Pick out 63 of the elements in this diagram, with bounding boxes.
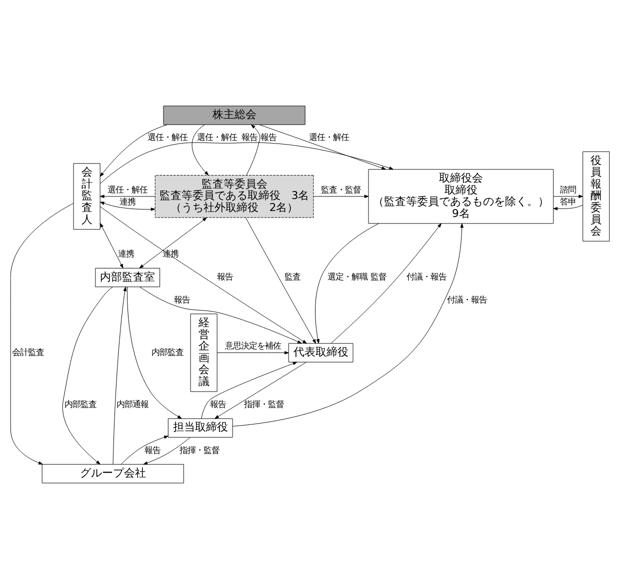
arrow xyxy=(140,286,302,344)
arrow xyxy=(217,350,289,354)
node-box: 代表取締役 xyxy=(288,342,354,362)
edge-label: 付議・報告 xyxy=(406,271,446,282)
node-box: 内部監査室 xyxy=(95,267,160,287)
edge-label: 内部監査 xyxy=(151,346,184,356)
node-box: 会計監査人 xyxy=(73,162,100,230)
edge-label: 選任・解任 xyxy=(108,184,148,194)
arrow xyxy=(62,286,113,464)
arrow xyxy=(553,194,584,198)
arrow xyxy=(112,286,127,464)
node-box: 役員報酬委員会 xyxy=(582,150,610,241)
arrow xyxy=(246,124,260,175)
arrow xyxy=(192,124,209,175)
edge-label: 報告 xyxy=(242,132,258,142)
arrow xyxy=(245,216,316,344)
edge-label: 報告 xyxy=(260,132,276,142)
arrow xyxy=(214,361,307,418)
edge-label: 連携 xyxy=(120,196,136,206)
edge-label: 報告 xyxy=(174,294,190,304)
arrow xyxy=(201,361,298,418)
edge-label: 指揮・監督 xyxy=(180,444,220,454)
arrow xyxy=(100,124,168,176)
edge-label: 報告 xyxy=(217,271,234,282)
arrow xyxy=(259,124,386,170)
node-box: 経営企画会議 xyxy=(190,313,218,392)
arrow xyxy=(10,202,74,464)
edge-label: 報告 xyxy=(144,444,160,454)
node-box: 取締役会 取締役（監査等委員であるものを除く。）9名 xyxy=(368,168,554,224)
node-box: グループ会社 xyxy=(42,464,184,483)
edge-label: 意思決定を補佐 xyxy=(224,340,281,350)
arrow xyxy=(232,222,464,426)
edge-label: 選任・解任 xyxy=(308,132,349,142)
arrow xyxy=(330,222,442,344)
arrow xyxy=(126,286,182,418)
edge-label: 答申 xyxy=(560,196,576,206)
node-box: 担当取締役 xyxy=(168,418,233,438)
edge-label: 連携 xyxy=(118,248,134,258)
edge-label: 監査・監督 xyxy=(320,184,361,194)
arrow xyxy=(553,204,583,210)
edge-label: 指揮・監督 xyxy=(244,398,284,409)
edge-label: 会計監査 xyxy=(12,346,44,356)
arrow xyxy=(315,222,379,344)
edge-label: 選任・解任 xyxy=(148,132,188,142)
node-box: 監査等委員会 監査等委員である取締役 3名（うち社外取締役 2名） xyxy=(154,174,314,218)
edge-label: 付議・報告 xyxy=(447,294,488,304)
edge-label: 選任・解任 xyxy=(196,132,237,142)
edge-label: 監査 xyxy=(284,271,301,282)
arrow xyxy=(100,222,124,268)
arrow xyxy=(100,142,394,184)
arrow xyxy=(100,206,307,344)
edge-label: 内部通報 xyxy=(116,398,149,409)
arrow xyxy=(313,194,369,198)
edge-label: 選定・解職 監督 xyxy=(328,271,386,282)
edge-label: 報告 xyxy=(210,398,226,409)
arrow xyxy=(139,216,207,268)
arrow xyxy=(143,436,190,464)
arrow xyxy=(100,201,156,210)
arrow xyxy=(100,194,156,198)
node-box: 株主総会 xyxy=(163,105,306,124)
edge-label: 諮問 xyxy=(560,184,576,194)
edge-label: 内部監査 xyxy=(64,398,96,409)
arrow xyxy=(120,435,168,464)
